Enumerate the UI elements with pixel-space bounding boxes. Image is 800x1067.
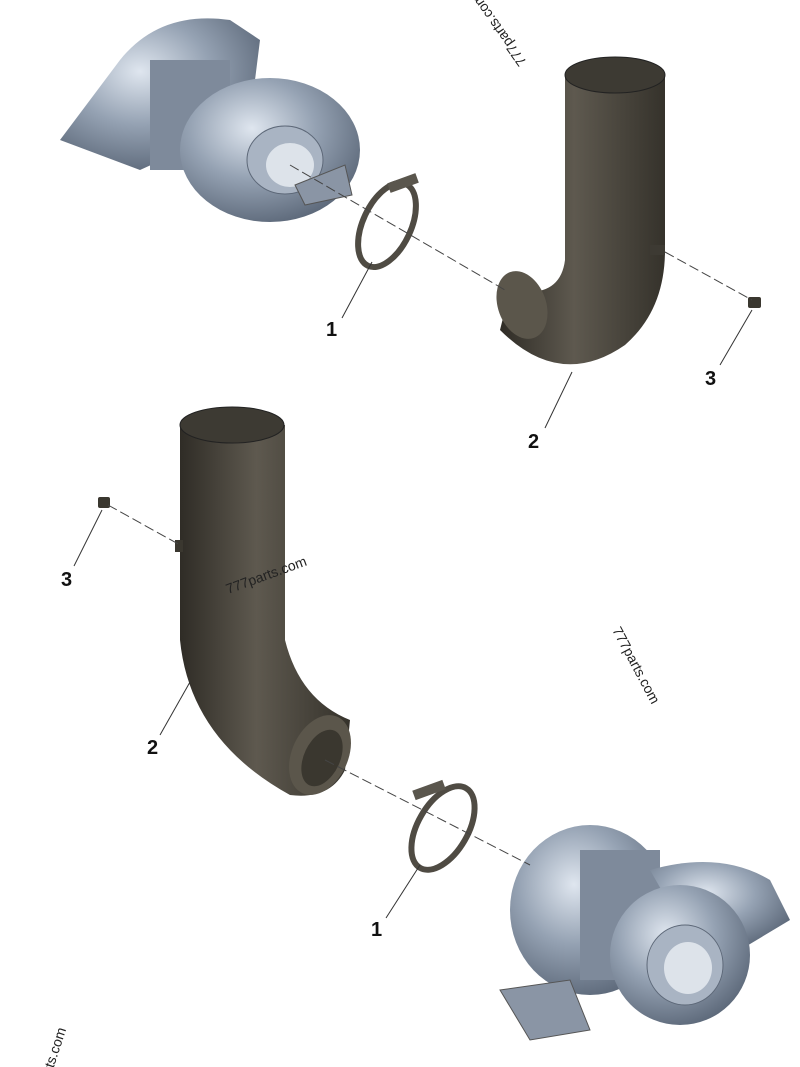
callout-pipe-bottom: 2 (147, 737, 158, 759)
callout-plug-top: 3 (705, 368, 716, 390)
callout-pipe-top: 2 (528, 431, 539, 453)
plug-top (748, 297, 761, 308)
center-lines (107, 164, 753, 866)
exhaust-elbow-top (496, 56, 666, 365)
watermark-bottom-left: 777parts.com (28, 1025, 69, 1067)
watermark-top: 777parts.com (468, 0, 530, 69)
callout-plug-bottom: 3 (61, 569, 72, 591)
watermark-right: 777parts.com (609, 624, 663, 706)
v-band-clamp-bottom (408, 779, 478, 873)
turbocharger-bottom (499, 825, 790, 1041)
plug-bottom (98, 497, 110, 508)
v-band-clamp-top (355, 173, 419, 271)
callout-clamp-bottom: 1 (371, 919, 382, 941)
exhaust-elbow-bottom (175, 406, 351, 796)
leader-lines (73, 261, 753, 919)
turbocharger-top (60, 18, 360, 222)
callout-clamp-top: 1 (326, 319, 337, 341)
